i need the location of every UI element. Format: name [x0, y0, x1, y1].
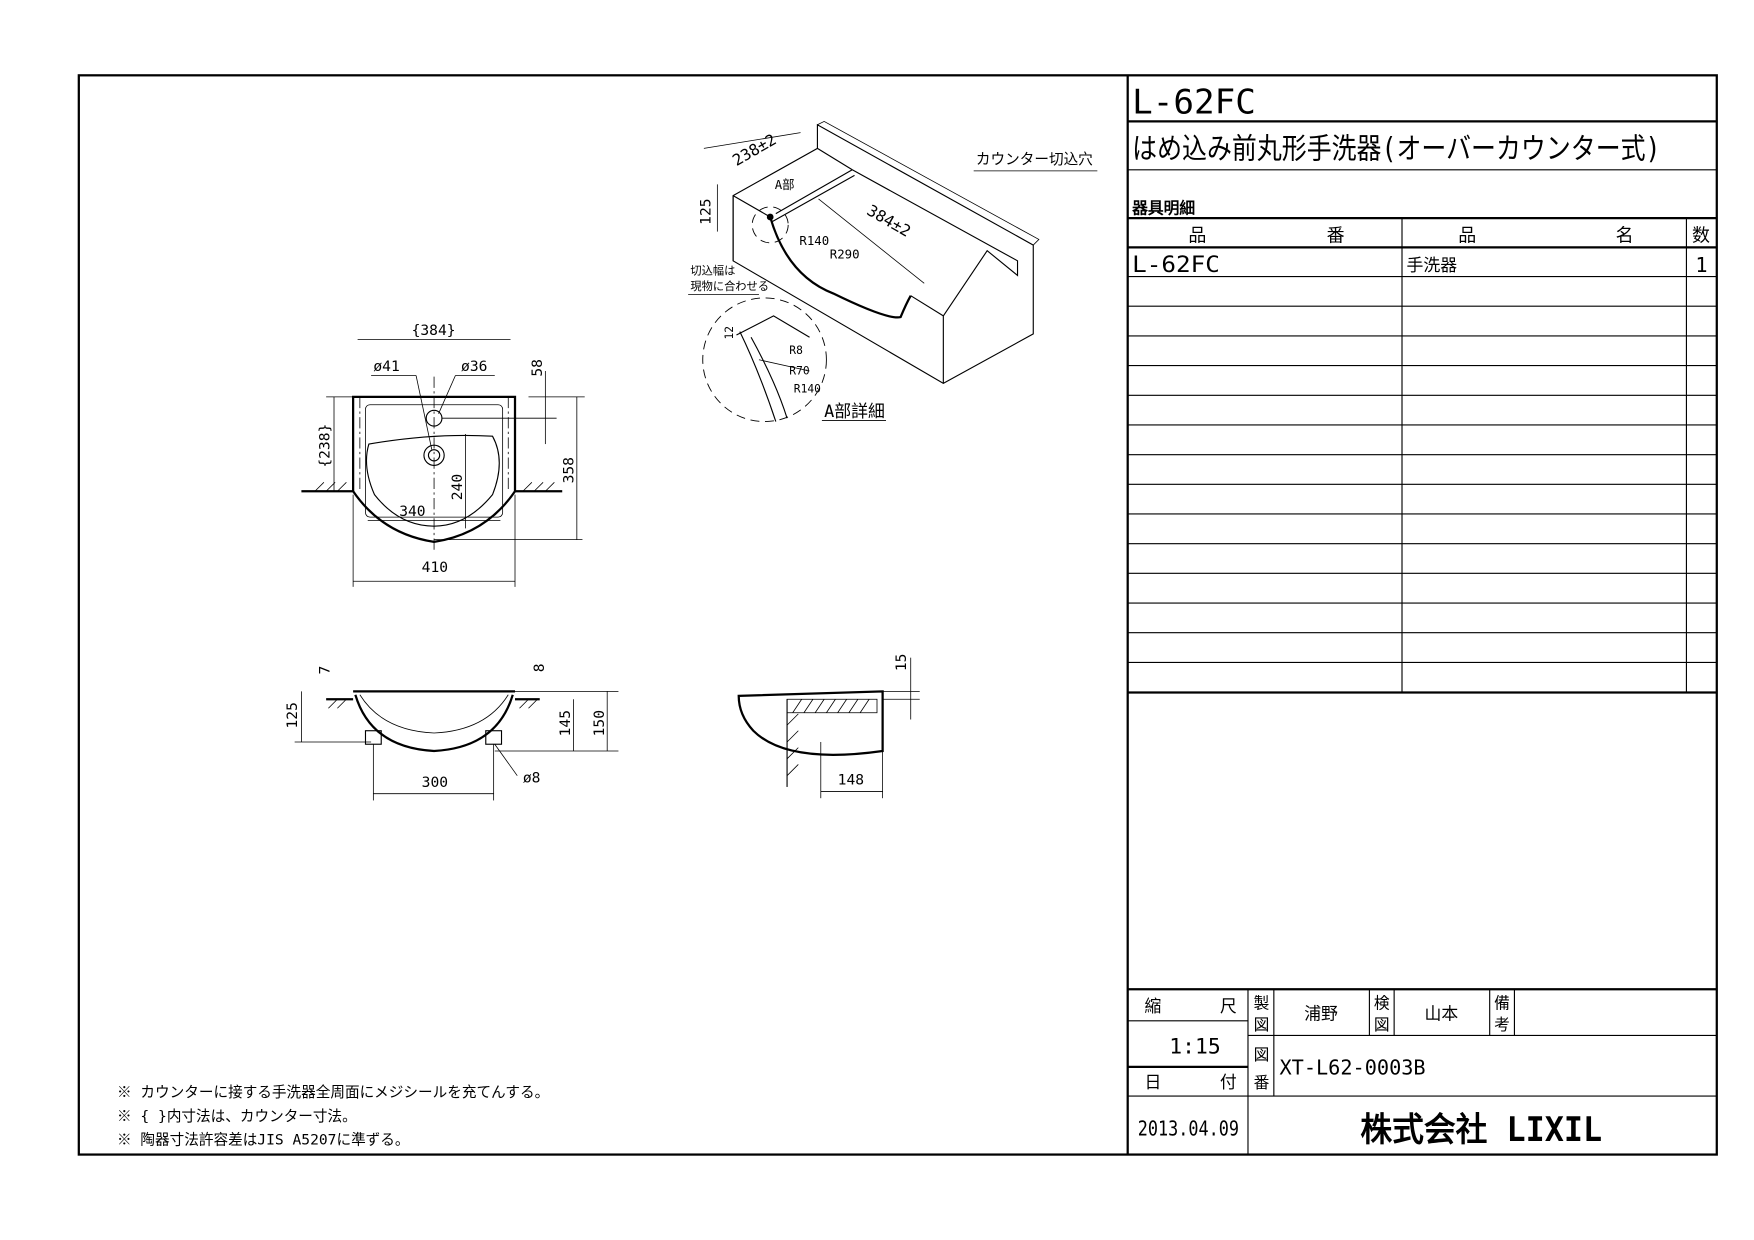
drawing-no-label: 図 [1254, 1045, 1270, 1064]
row-part-no: L-62FC [1132, 252, 1220, 278]
dim-phi41: ø41 [373, 358, 399, 375]
dim-125: 125 [698, 198, 715, 224]
plan-view: {384} ø41 ø36 58 {238} 358 240 340 410 [301, 322, 585, 587]
dim-phi36: ø36 [461, 358, 487, 375]
detail-r8: R8 [789, 344, 803, 357]
side-view: 148 15 [737, 654, 920, 799]
checked-label: 検 [1374, 993, 1390, 1012]
dim-238-2: 238±2 [729, 130, 779, 170]
dim-58: 58 [529, 359, 546, 377]
dim-300: 300 [422, 774, 448, 791]
counter-cutout-iso-view: 238±2 125 384±2 A部 R140 R290 カウンター切込穴 切込… [688, 120, 1098, 423]
detail-r70: R70 [789, 364, 810, 377]
signature-block: 縮 尺 1:15 日 付 2013.04.09 製 図 浦野 検 図 山本 備 … [1127, 988, 1717, 1155]
drawing-number: XT-L62-0003B [1279, 1056, 1425, 1080]
date-label: 日 [1145, 1072, 1162, 1092]
col-qty: 数 [1692, 226, 1710, 247]
row-name: 手洗器 [1407, 255, 1458, 275]
drawn-label: 図 [1254, 1015, 1270, 1034]
drawn-label: 製 [1254, 993, 1270, 1012]
dim-340: 340 [399, 503, 425, 520]
remarks-label: 考 [1494, 1015, 1510, 1034]
dim-358: 358 [560, 457, 577, 483]
dim-15: 15 [893, 654, 910, 672]
title-block: L-62FC はめ込み前丸形手洗器(オーバーカウンター式) 器具明細 [1127, 83, 1717, 218]
dim-phi8: ø8 [523, 769, 541, 786]
date-value: 2013.04.09 [1138, 1116, 1239, 1140]
iso-view-title: カウンター切込穴 [976, 151, 1093, 168]
cut-width-note: 現物に合わせる [690, 279, 769, 293]
parts-table: 品 番 品 名 数 L-62FC 手洗器 1 [1127, 216, 1717, 694]
scale-value: 1:15 [1169, 1034, 1220, 1059]
dim-150: 150 [591, 710, 608, 736]
note: ※ カウンターに接する手洗器全周面にメジシールを充てんする。 [117, 1083, 549, 1101]
drawn-by: 浦野 [1304, 1004, 1338, 1024]
detail-a-title: A部詳細 [824, 401, 885, 421]
date-label: 付 [1220, 1072, 1237, 1092]
note: ※ { }内寸法は、カウンター寸法。 [117, 1108, 357, 1125]
col-name-a: 品 [1458, 226, 1476, 247]
dim-8: 8 [531, 663, 548, 672]
sheet-frame [77, 74, 1718, 1156]
detail-dim-12: 12 [723, 326, 736, 340]
model-number: L-62FC [1132, 83, 1256, 122]
notes: ※ カウンターに接する手洗器全周面にメジシールを充てんする。 ※ { }内寸法は… [117, 1083, 549, 1148]
product-title: はめ込み前丸形手洗器(オーバーカウンター式) [1132, 132, 1660, 166]
scale-label: 尺 [1220, 996, 1237, 1016]
remarks-label: 備 [1494, 993, 1510, 1012]
dim-240: 240 [449, 474, 466, 500]
front-view: 125 7 8 145 150 300 ø8 [284, 663, 619, 801]
scale-label: 縮 [1145, 996, 1162, 1016]
dim-238: {238} [317, 424, 334, 468]
note: ※ 陶器寸法許容差はJIS A5207に準ずる。 [117, 1131, 410, 1148]
col-name-b: 名 [1616, 226, 1634, 247]
dim-384-2: 384±2 [864, 201, 914, 241]
cut-width-note: 切込幅は [690, 264, 735, 277]
checked-by: 山本 [1424, 1004, 1458, 1024]
dim-148: 148 [838, 772, 864, 789]
dim-145: 145 [557, 710, 574, 736]
detail-r140: R140 [794, 382, 821, 395]
dim-384: {384} [412, 322, 456, 339]
label-r290: R290 [830, 248, 860, 262]
drawing-no-label: 番 [1254, 1073, 1270, 1092]
label-r140: R140 [799, 234, 829, 248]
col-part-no-b: 番 [1327, 226, 1345, 247]
company-logo: 株式会社 LIXIL [1360, 1110, 1602, 1149]
checked-label: 図 [1374, 1015, 1390, 1034]
label-a-section: A部 [775, 177, 795, 192]
parts-list-label: 器具明細 [1131, 199, 1195, 218]
row-qty: 1 [1695, 253, 1707, 277]
dim-7: 7 [317, 666, 334, 675]
dim-125: 125 [284, 702, 301, 728]
dim-410: 410 [422, 559, 448, 576]
col-part-no-a: 品 [1188, 226, 1206, 247]
